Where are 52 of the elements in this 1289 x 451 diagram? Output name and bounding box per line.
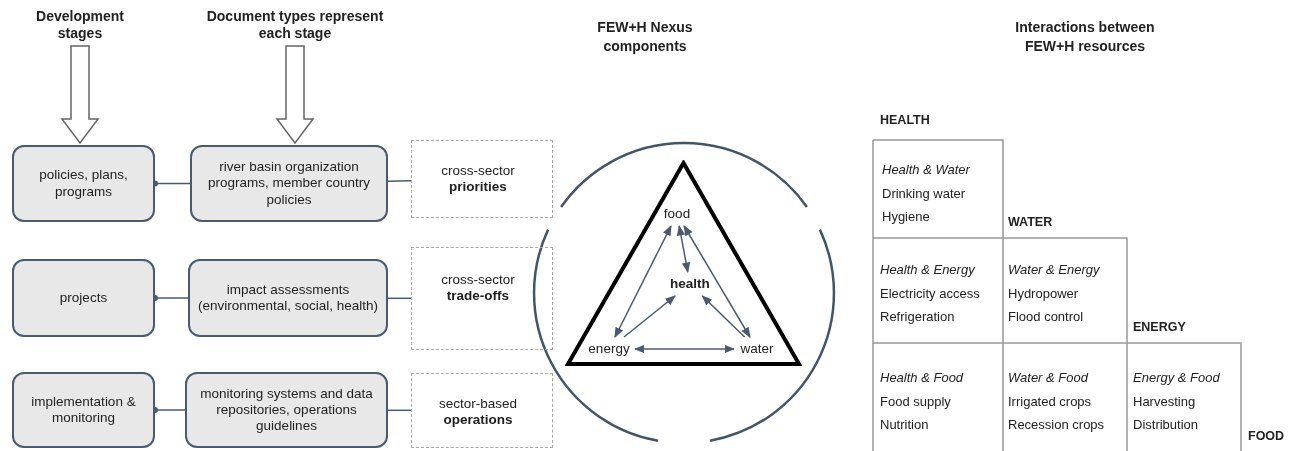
- section-heading: FEW+H Nexus components: [596, 18, 694, 56]
- resource-heading: FOOD: [1248, 429, 1285, 443]
- cell-text: Flood control: [1008, 309, 1084, 324]
- cell-text: Food supply: [880, 394, 951, 409]
- pair-heading: Health & Energy: [880, 262, 975, 277]
- pair-heading: Health & Water: [882, 162, 970, 177]
- cell-text: Electricity access: [880, 286, 980, 301]
- cell-text: Hydropower: [1008, 286, 1079, 301]
- box-label: impact assessments (environmental, social, health): [196, 281, 380, 315]
- pair-heading: Energy & Food: [1133, 370, 1220, 385]
- dashed-box: [411, 140, 553, 218]
- pair-heading: Water & Food: [1008, 370, 1088, 385]
- cell-text: Irrigated crops: [1008, 394, 1092, 409]
- section-heading: Interactions between FEW+H resources: [1014, 18, 1156, 56]
- box-label: implementation & monitoring: [30, 393, 137, 427]
- dashed-box: [411, 247, 553, 350]
- pair-heading: Water & Energy: [1008, 262, 1100, 277]
- process-box: [185, 372, 388, 448]
- process-box: [12, 259, 155, 337]
- resource-heading: WATER: [1008, 215, 1053, 229]
- component-label: cross-sector trade-offs: [440, 272, 516, 305]
- column-heading: Development stages: [35, 8, 125, 42]
- box-label: river basin organization programs, member country policies: [206, 159, 372, 208]
- cell-text: Hygiene: [882, 209, 930, 224]
- component-label: cross-sector priorities: [440, 163, 516, 196]
- pair-heading: Health & Food: [880, 370, 964, 385]
- process-box: [12, 372, 155, 448]
- connector-line: [387, 179, 412, 182]
- component-label: sector-based operations: [437, 396, 518, 429]
- connector-line: [152, 295, 189, 301]
- block-arrow: [275, 45, 315, 145]
- process-box: [12, 145, 155, 222]
- cell-text: Distribution: [1133, 417, 1199, 432]
- connector-line: [152, 180, 191, 187]
- cell-text: Nutrition: [880, 417, 929, 432]
- cell-text: Refrigeration: [880, 309, 955, 324]
- process-box: [190, 145, 388, 222]
- cell-text: Harvesting: [1133, 394, 1196, 409]
- column-heading: Document types represent each stage: [205, 8, 385, 42]
- cell-text: Drinking water: [882, 186, 966, 201]
- block-arrow: [60, 45, 100, 145]
- connector-line: [387, 409, 412, 412]
- dashed-box: [411, 373, 553, 448]
- connector-line: [387, 297, 412, 300]
- process-box: [188, 259, 388, 337]
- resource-heading: HEALTH: [880, 113, 930, 127]
- box-label: projects: [59, 289, 108, 307]
- connector-line: [152, 407, 186, 413]
- resource-heading: ENERGY: [1133, 320, 1186, 334]
- cell-text: Recession crops: [1008, 417, 1105, 432]
- box-label: monitoring systems and data repositories, operations guidelines: [199, 385, 374, 435]
- box-label: policies, plans, programs: [38, 167, 129, 200]
